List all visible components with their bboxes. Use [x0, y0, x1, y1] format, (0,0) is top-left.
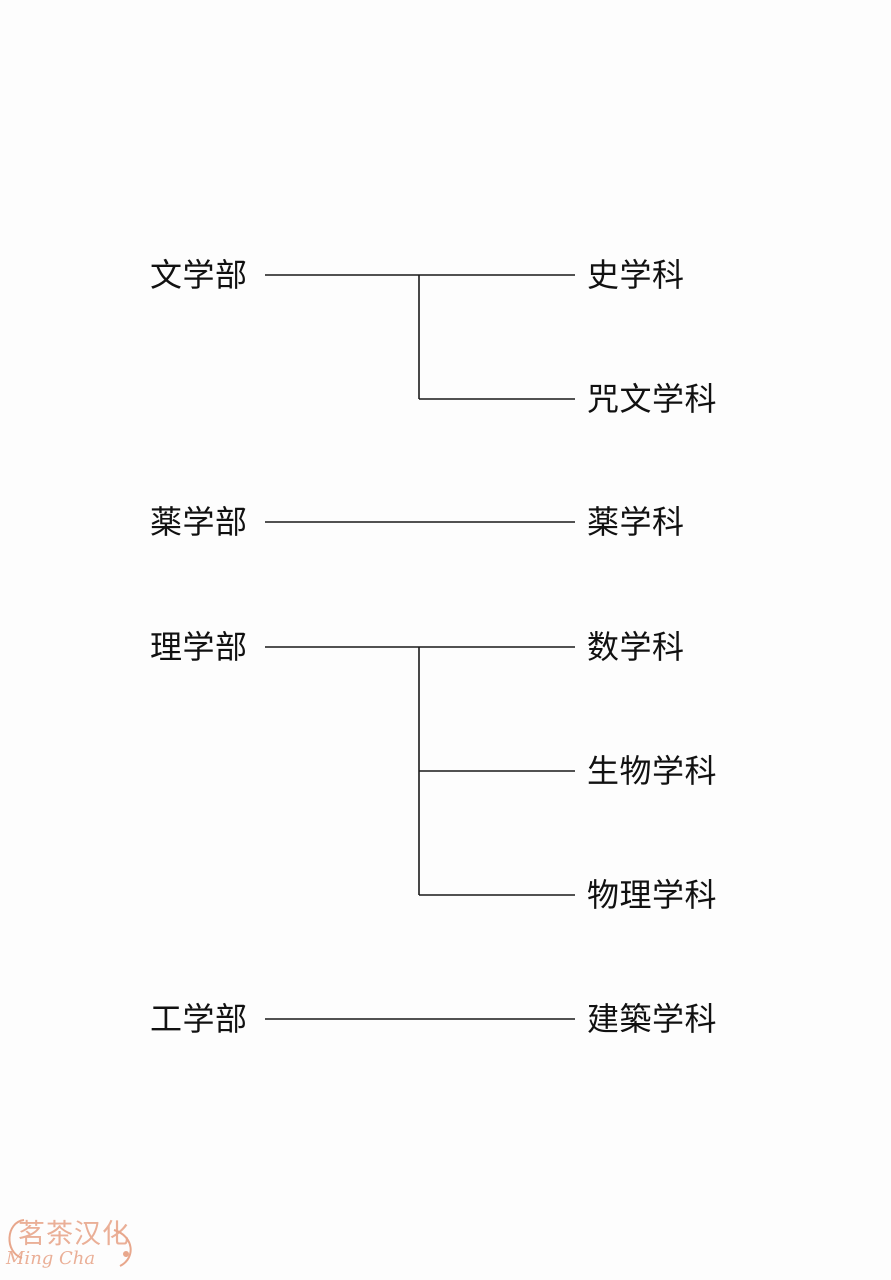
watermark-logo: 茗茶汉化 Ming Cha	[2, 1200, 142, 1280]
dept-history: 史学科	[587, 256, 685, 294]
faculty-pharmacy: 薬学部	[150, 503, 248, 541]
dept-incantation: 咒文学科	[587, 380, 718, 418]
dept-mathematics: 数学科	[587, 628, 685, 666]
dept-architecture: 建築学科	[587, 1000, 718, 1038]
watermark-main-text: 茗茶汉化	[18, 1219, 130, 1250]
faculty-science: 理学部	[150, 628, 248, 666]
dept-biology: 生物学科	[587, 752, 718, 790]
watermark-swirl-icon	[8, 1219, 132, 1267]
watermark-sub-text: Ming Cha	[6, 1248, 96, 1269]
dept-pharmacy: 薬学科	[587, 503, 685, 541]
faculty-literature: 文学部	[150, 256, 248, 294]
dept-physics: 物理学科	[587, 876, 718, 914]
faculty-engineering: 工学部	[150, 1000, 248, 1038]
